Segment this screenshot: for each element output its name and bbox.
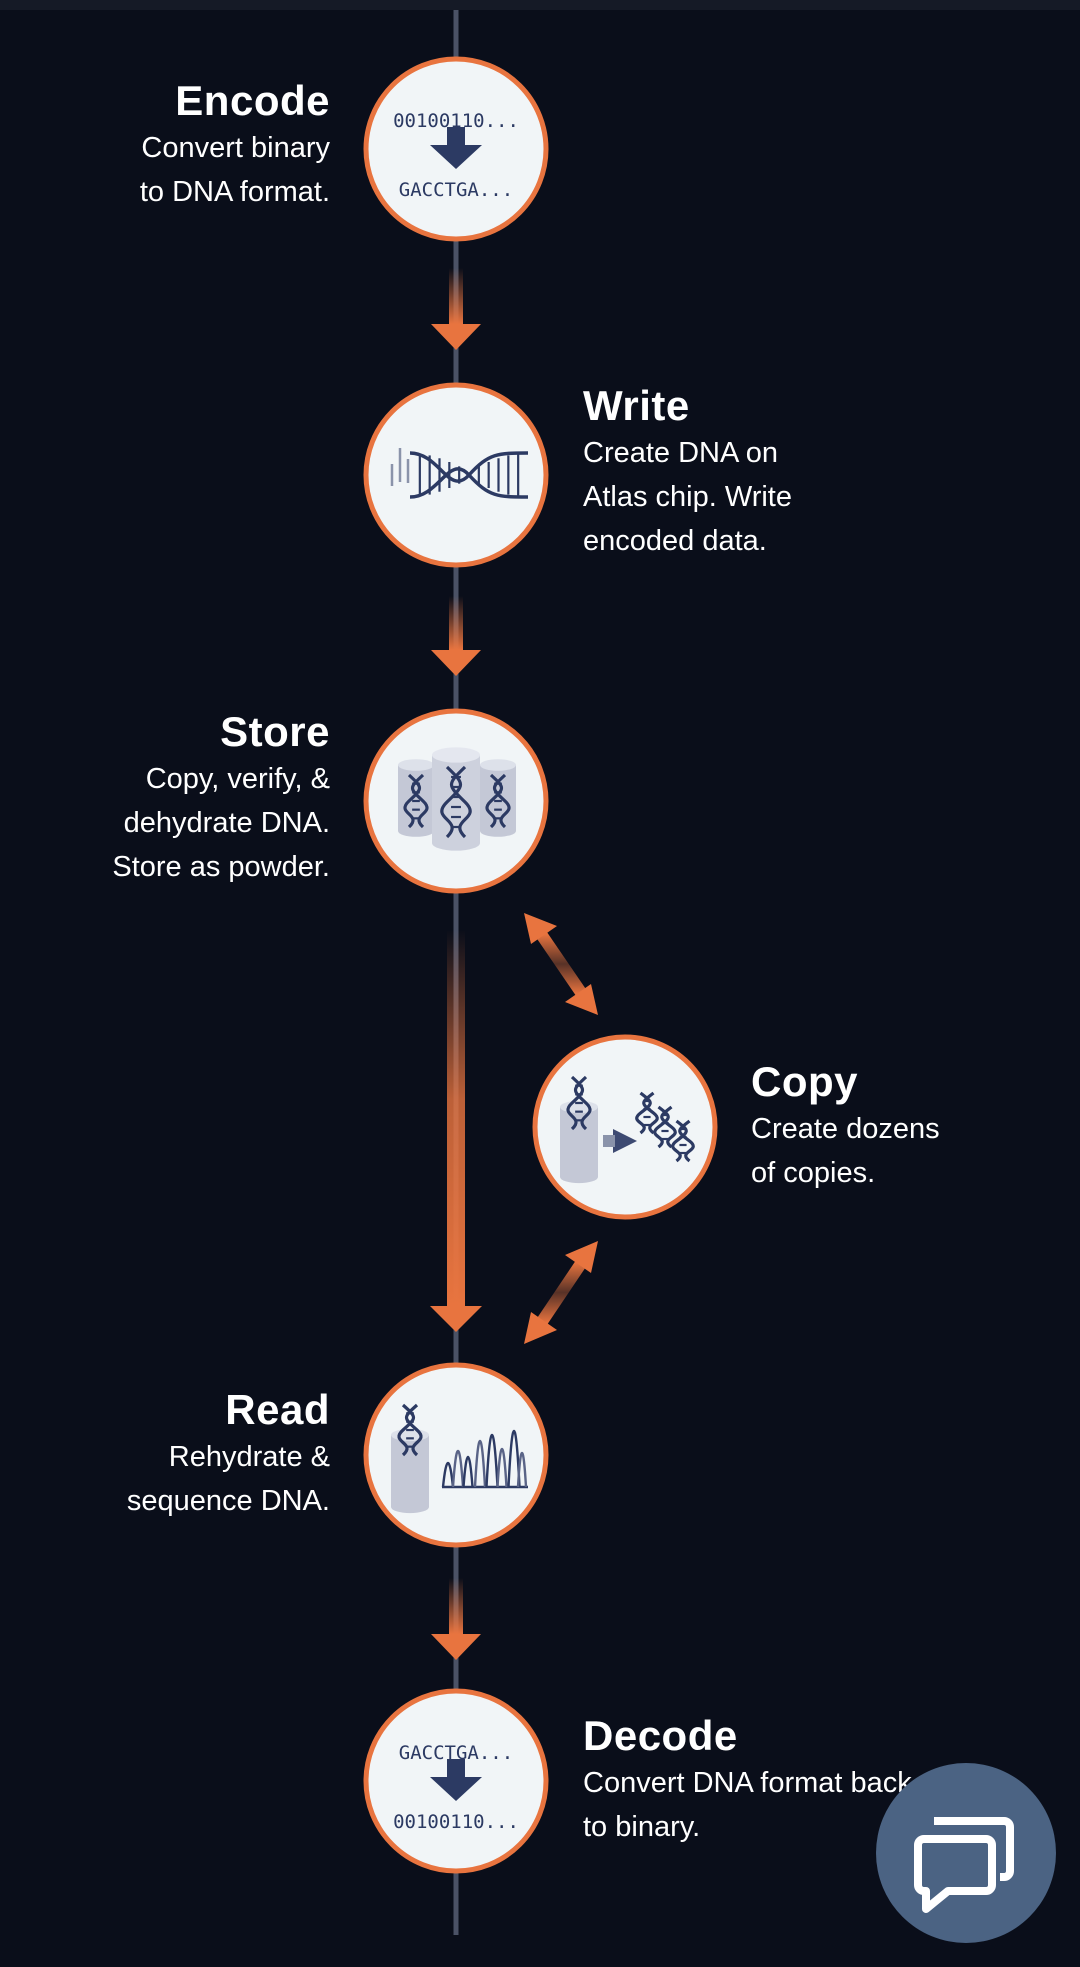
step-read-title: Read xyxy=(225,1386,330,1433)
step-write: Write Create DNA on Atlas chip. Write en… xyxy=(583,381,913,563)
step-copy-description: Create dozens of copies. xyxy=(751,1113,940,1189)
step-decode: Decode Convert DNA format back to binary… xyxy=(583,1711,1043,1849)
step-copy: Copy Create dozens of copies. xyxy=(751,1057,1071,1195)
step-encode-icon-bottom-text: GACCTGA... xyxy=(399,179,513,201)
top-bar xyxy=(0,0,1080,10)
chat-bubbles-icon xyxy=(914,1817,1014,1913)
step-store: Store Copy, verify, & dehydrate DNA. Sto… xyxy=(0,707,330,889)
step-store-title: Store xyxy=(220,708,330,755)
binary-to-dna-icon: 00100110... GACCTGA... xyxy=(393,110,519,201)
arrow-store-read xyxy=(430,930,482,1332)
step-decode-title: Decode xyxy=(583,1712,738,1759)
dna-copy-icon xyxy=(560,1075,695,1184)
step-store-description: Copy, verify, & dehydrate DNA. Store as … xyxy=(112,763,330,883)
step-decode-icon-top-text: GACCTGA... xyxy=(399,1742,513,1764)
dna-storage-cylinders-icon xyxy=(398,747,516,851)
sequencing-chromatogram-icon xyxy=(391,1403,528,1514)
step-write-circle xyxy=(363,382,549,568)
dna-helix-icon xyxy=(390,448,529,499)
step-encode-title: Encode xyxy=(175,77,330,124)
step-copy-title: Copy xyxy=(751,1058,858,1105)
arrow-write-store xyxy=(431,596,481,676)
step-write-title: Write xyxy=(583,382,690,429)
step-encode-icon-top-text: 00100110... xyxy=(393,110,519,132)
step-read-description: Rehydrate & sequence DNA. xyxy=(126,1441,330,1517)
chat-button[interactable] xyxy=(876,1763,1056,1943)
double-arrow-store-copy xyxy=(524,913,598,1015)
arrow-encode-write xyxy=(431,268,481,350)
step-encode: Encode Convert binary to DNA format. xyxy=(0,76,330,214)
step-read: Read Rehydrate & sequence DNA. xyxy=(0,1385,330,1523)
step-decode-description: Convert DNA format back to binary. xyxy=(583,1767,912,1843)
step-decode-icon-bottom-text: 00100110... xyxy=(393,1811,519,1833)
arrow-read-decode xyxy=(431,1578,481,1660)
step-encode-description: Convert binary to DNA format. xyxy=(139,132,330,208)
step-write-description: Create DNA on Atlas chip. Write encoded … xyxy=(583,437,792,557)
double-arrow-copy-read xyxy=(524,1241,598,1344)
dna-to-binary-icon: GACCTGA... 00100110... xyxy=(393,1742,519,1833)
